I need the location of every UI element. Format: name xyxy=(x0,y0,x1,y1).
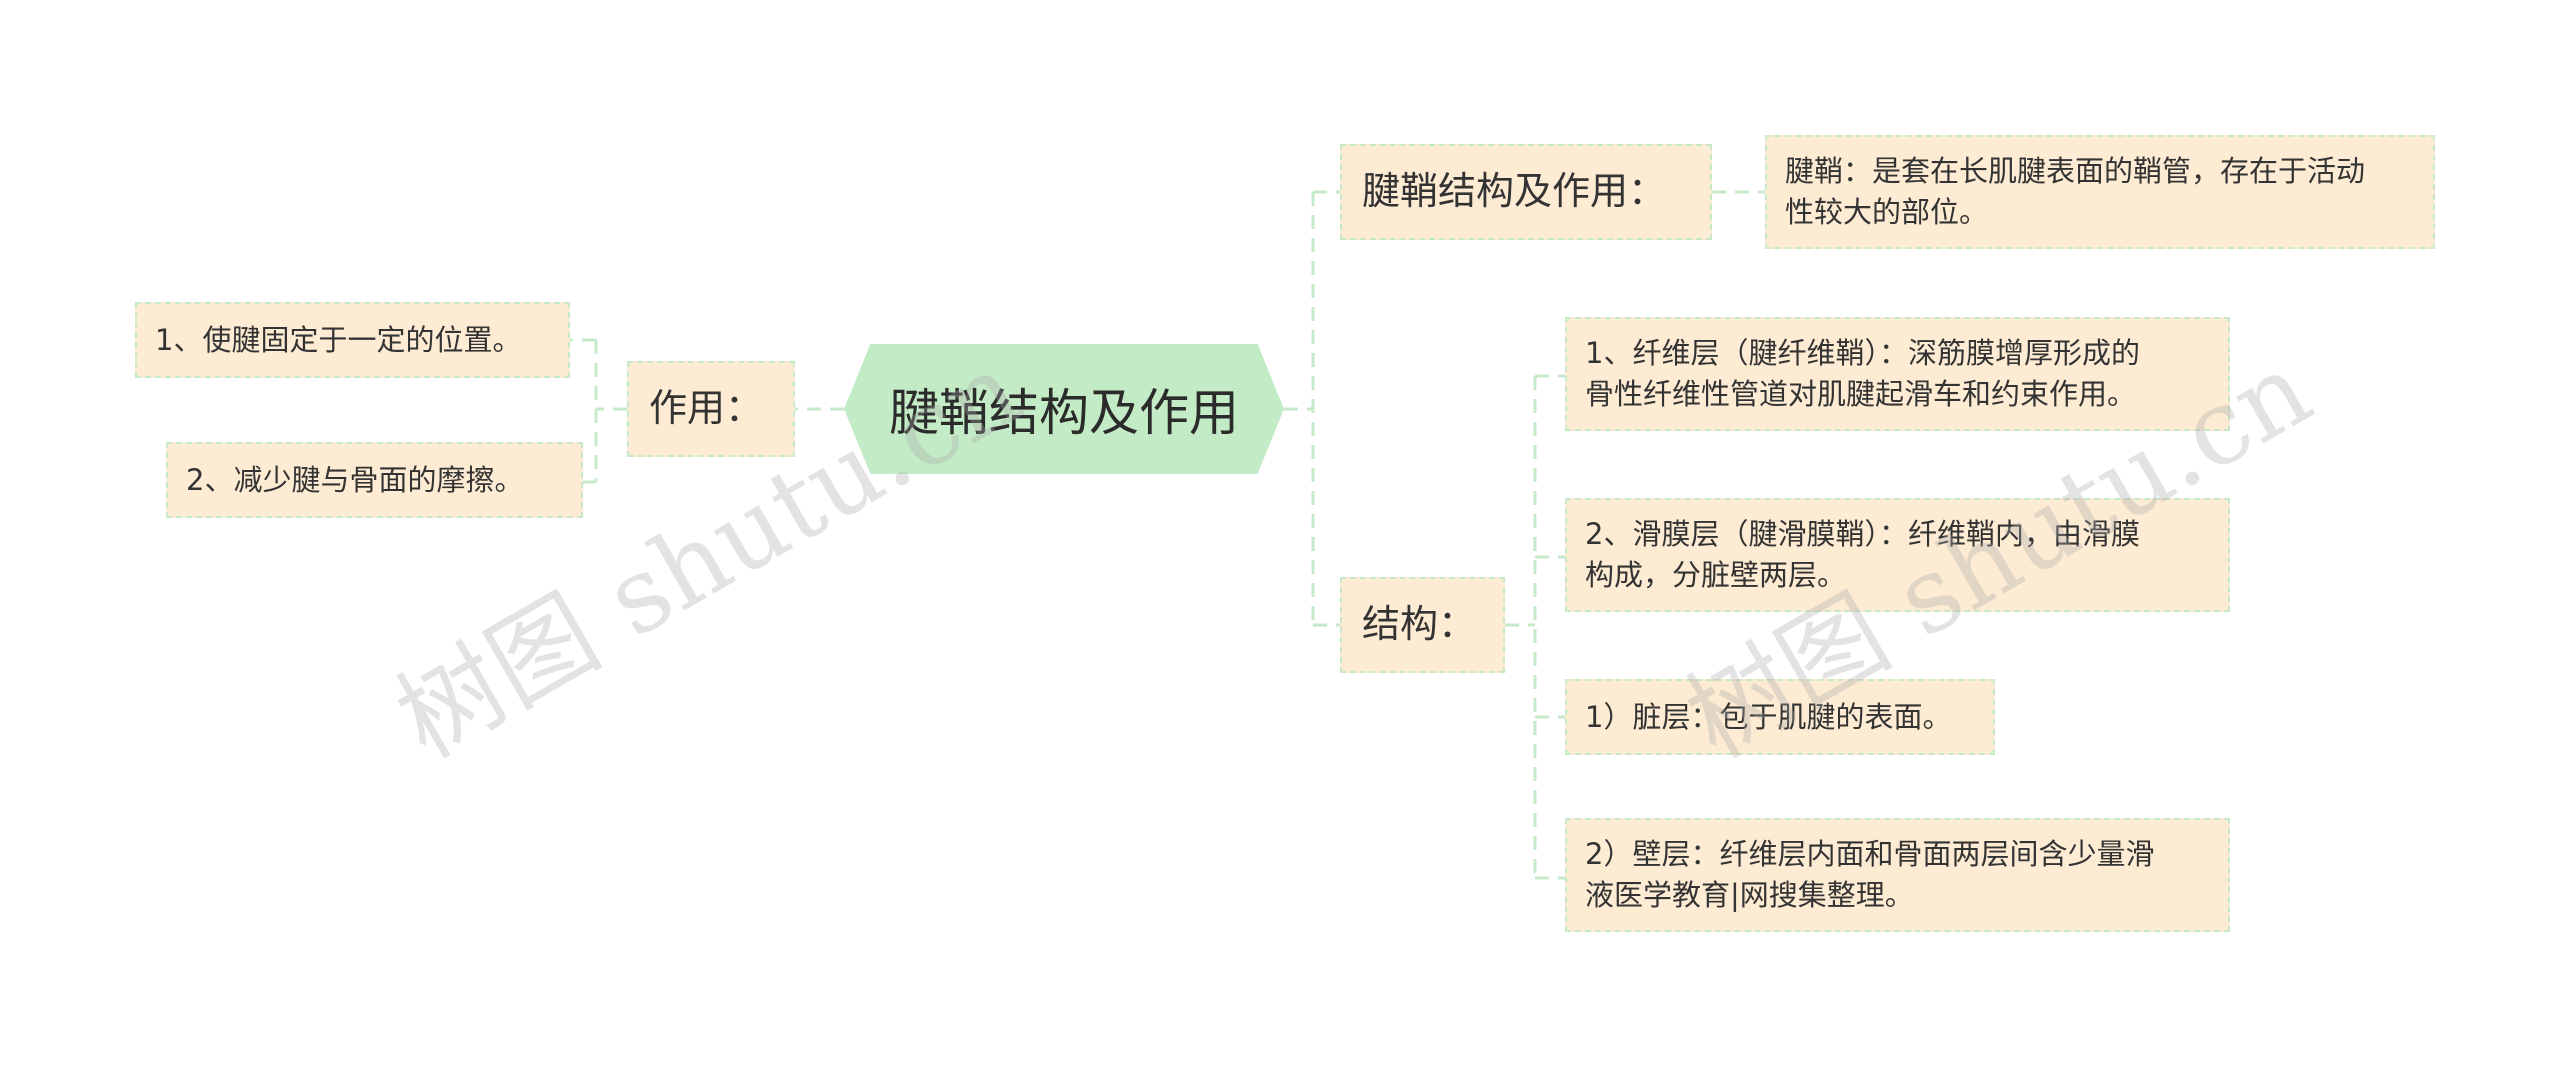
jiegou-item-fiber-layer[interactable]: 1、纤维层（腱纤维鞘）：深筋膜增厚形成的 骨性纤维性管道对肌腱起滑车和约束作用。 xyxy=(1565,317,2230,431)
zuoyong-item-2[interactable]: 2、减少腱与骨面的摩擦。 xyxy=(166,442,583,518)
branch-jiegou-label: 结构： xyxy=(1362,602,1477,647)
jiegou-item-synovial-layer-text: 2、滑膜层（腱滑膜鞘）：纤维鞘内，由滑膜 构成，分脏壁两层。 xyxy=(1585,517,2140,592)
central-topic-label: 腱鞘结构及作用 xyxy=(889,384,1239,442)
zuoyong-item-1[interactable]: 1、使腱固定于一定的位置。 xyxy=(135,302,570,378)
branch-jiegou[interactable]: 结构： xyxy=(1340,577,1505,673)
connector-jiegou-to-items xyxy=(1505,374,1565,880)
branch-jianqiao-jiegou-label: 腱鞘结构及作用： xyxy=(1362,169,1667,214)
jiegou-item-synovial-layer[interactable]: 2、滑膜层（腱滑膜鞘）：纤维鞘内，由滑膜 构成，分脏壁两层。 xyxy=(1565,498,2230,612)
connector-central-to-right xyxy=(1284,190,1340,627)
central-topic[interactable]: 腱鞘结构及作用 xyxy=(844,344,1284,474)
connector-zuoyong-to-items xyxy=(570,338,627,484)
jiegou-item-visceral-layer[interactable]: 1）脏层：包于肌腱的表面。 xyxy=(1565,679,1995,755)
jianqiao-definition-text: 腱鞘：是套在长肌腱表面的鞘管，存在于活动 性较大的部位。 xyxy=(1785,154,2366,229)
zuoyong-item-2-text: 2、减少腱与骨面的摩擦。 xyxy=(186,462,524,497)
branch-jianqiao-jiegou[interactable]: 腱鞘结构及作用： xyxy=(1340,144,1712,240)
jiegou-item-parietal-layer-text: 2）壁层：纤维层内面和骨面两层间含少量滑 液医学教育|网搜集整理。 xyxy=(1585,837,2155,912)
branch-zuoyong[interactable]: 作用： xyxy=(627,361,795,457)
jiegou-item-fiber-layer-text: 1、纤维层（腱纤维鞘）：深筋膜增厚形成的 骨性纤维性管道对肌腱起滑车和约束作用。 xyxy=(1585,336,2140,411)
jianqiao-definition[interactable]: 腱鞘：是套在长肌腱表面的鞘管，存在于活动 性较大的部位。 xyxy=(1765,135,2435,249)
branch-zuoyong-label: 作用： xyxy=(649,386,764,431)
zuoyong-item-1-text: 1、使腱固定于一定的位置。 xyxy=(155,322,522,357)
jiegou-item-visceral-layer-text: 1）脏层：包于肌腱的表面。 xyxy=(1585,699,1952,734)
jiegou-item-parietal-layer[interactable]: 2）壁层：纤维层内面和骨面两层间含少量滑 液医学教育|网搜集整理。 xyxy=(1565,818,2230,932)
